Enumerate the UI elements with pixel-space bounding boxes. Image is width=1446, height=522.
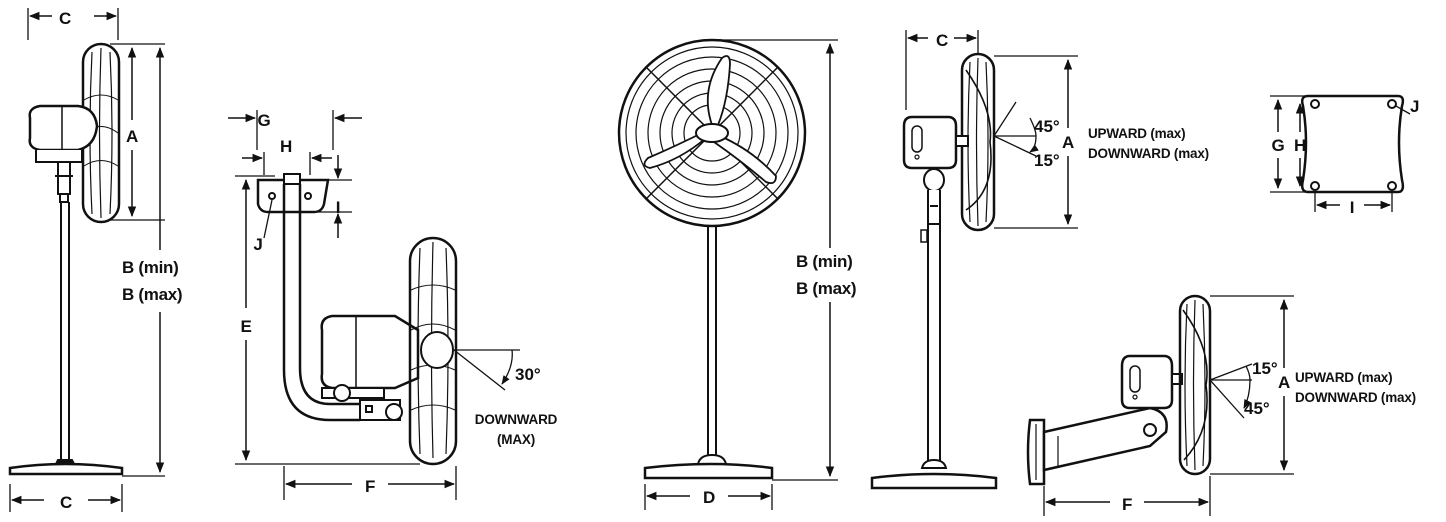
note-downward-max: DOWNWARD (max) <box>1088 146 1209 161</box>
pedestal-fan-side-view <box>8 8 165 512</box>
label-a-tilt: A <box>1062 133 1074 152</box>
ceiling-mount-fan-view <box>228 110 520 500</box>
note-downward-max-wall: DOWNWARD (max) <box>1295 390 1416 405</box>
label-d: D <box>703 488 715 507</box>
ceiling-mount-labels: G H I J E F 30° DOWNWARD (MAX) <box>240 111 557 496</box>
angle-15-wall: 15° <box>1252 359 1278 378</box>
label-b-min-front: B (min) <box>796 252 852 271</box>
label-a-wall: A <box>1278 373 1290 392</box>
label-g-plate: G <box>1272 136 1285 155</box>
mounting-plate-view <box>1270 94 1411 212</box>
angle-30: 30° <box>515 365 541 384</box>
label-c-bottom: C <box>60 493 72 512</box>
pedestal-tilt-labels: C 45° 15° A UPWARD (max) DOWNWARD (max) <box>936 31 1209 170</box>
label-a: A <box>126 127 138 146</box>
pedestal-fan-tilt-view <box>870 30 1078 490</box>
wall-mount-labels: 15° 45° A UPWARD (max) DOWNWARD (max) F <box>1122 359 1416 514</box>
pedestal-fan-front-view <box>617 38 838 510</box>
label-i-plate: I <box>1350 198 1354 217</box>
note-upward-max-wall: UPWARD (max) <box>1295 370 1392 385</box>
angle-15-tilt: 15° <box>1034 151 1060 170</box>
note-max: (MAX) <box>497 432 535 447</box>
note-downward: DOWNWARD <box>475 412 558 427</box>
angle-45-tilt: 45° <box>1034 117 1060 136</box>
label-g: G <box>258 111 271 130</box>
pedestal-side-labels: C A B (min) B (max) C <box>59 9 183 512</box>
label-b-max-front: B (max) <box>796 279 856 298</box>
label-c-top: C <box>59 9 71 28</box>
mounting-plate-labels: G H I J <box>1272 97 1420 217</box>
label-f-wall: F <box>1122 495 1132 514</box>
label-j-plate: J <box>1410 97 1419 116</box>
label-i: I <box>336 198 340 217</box>
note-upward-max: UPWARD (max) <box>1088 126 1185 141</box>
label-f: F <box>365 477 375 496</box>
label-e: E <box>240 317 251 336</box>
label-b-max: B (max) <box>122 285 182 304</box>
label-h-plate: H <box>1294 136 1306 155</box>
label-j: J <box>253 235 262 254</box>
label-c-tilt: C <box>936 31 948 50</box>
label-h: H <box>280 137 292 156</box>
wall-mount-fan-view <box>1026 294 1294 516</box>
pedestal-front-labels: B (min) B (max) D <box>703 252 857 507</box>
angle-45-wall: 45° <box>1244 399 1270 418</box>
label-b-min: B (min) <box>122 258 178 277</box>
